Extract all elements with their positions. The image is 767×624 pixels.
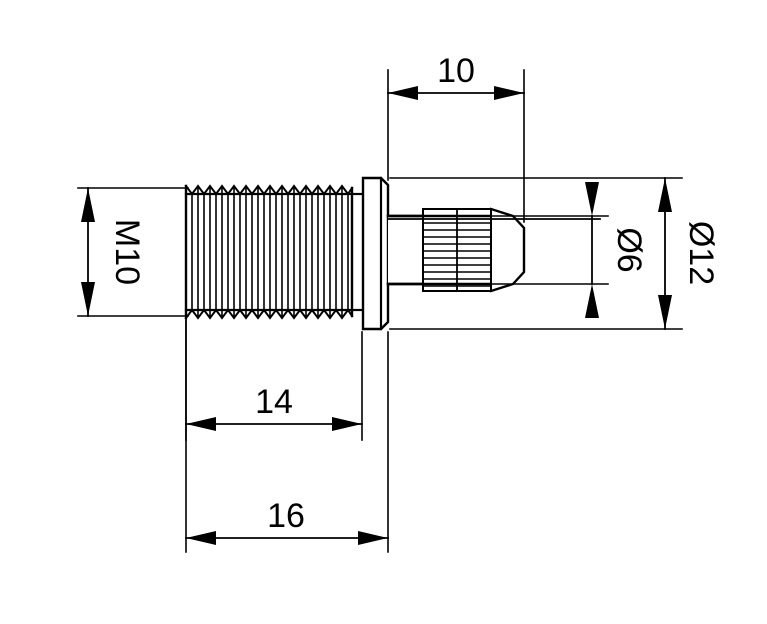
dimension-label-m10: M10 xyxy=(108,219,146,285)
dimension-diameter-6 xyxy=(585,182,599,318)
dimension-10 xyxy=(387,86,525,100)
flange-collar xyxy=(361,176,390,331)
dimension-14 xyxy=(185,417,363,431)
dimension-label-diameter-6: Ø6 xyxy=(610,227,648,272)
dimension-diameter-12 xyxy=(658,177,672,330)
dimension-label-14: 14 xyxy=(255,383,293,421)
threaded-shank xyxy=(184,184,365,320)
knurled-pin xyxy=(386,207,526,293)
dimension-m10 xyxy=(81,187,95,317)
extension-lines xyxy=(77,69,683,553)
dimension-16 xyxy=(185,531,389,545)
dimension-label-10: 10 xyxy=(437,52,475,90)
dimension-label-diameter-12: Ø12 xyxy=(682,221,720,285)
dimension-label-16: 16 xyxy=(267,497,305,535)
